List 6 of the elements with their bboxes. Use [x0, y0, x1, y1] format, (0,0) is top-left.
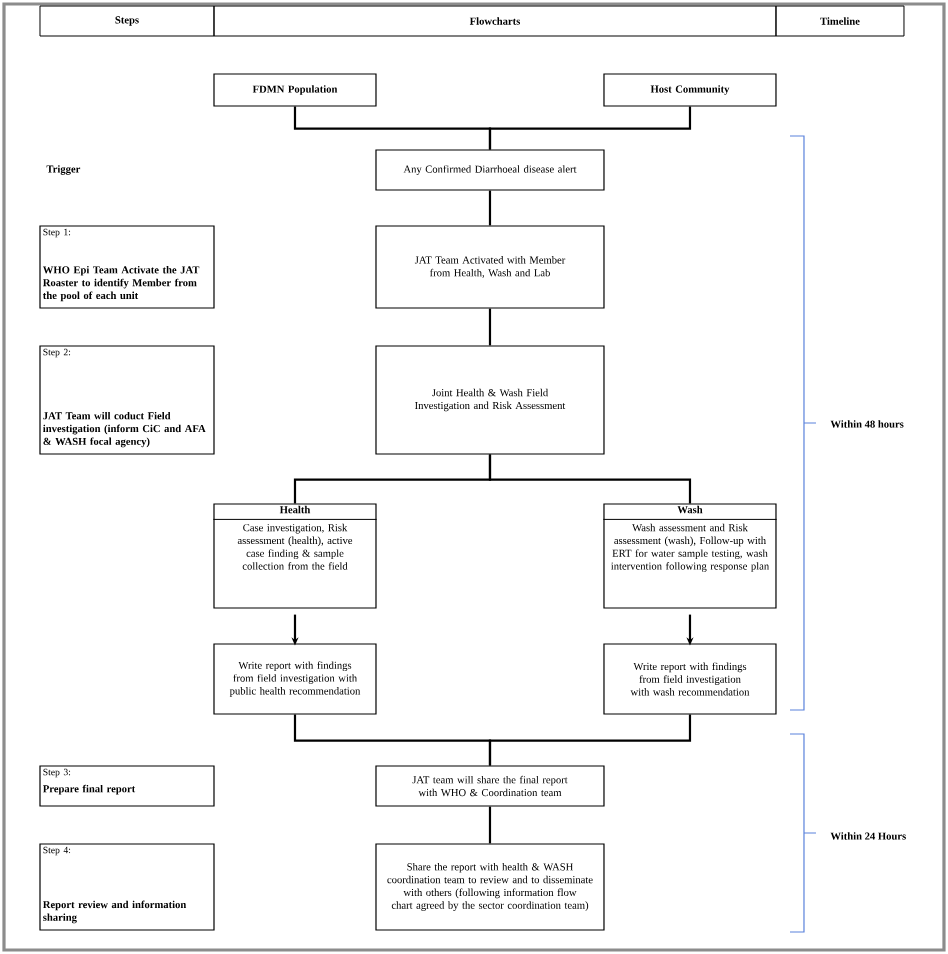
connector-line: [488, 308, 492, 346]
connector-line: [488, 454, 692, 504]
connector-line: [488, 806, 492, 844]
connector-line: [488, 714, 692, 766]
connector-line: [488, 190, 492, 226]
connector-line: [488, 106, 692, 150]
